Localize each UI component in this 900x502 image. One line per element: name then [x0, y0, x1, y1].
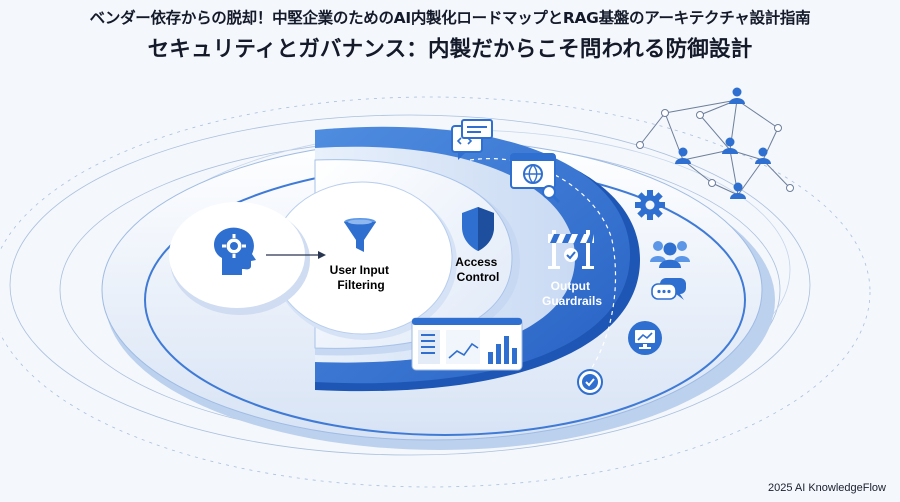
- label-inner-line-1: User Input: [330, 263, 389, 277]
- funnel-icon: [344, 218, 376, 252]
- label-outer-line-2: Guardrails: [542, 294, 602, 308]
- page-subtitle: セキュリティとガバナンス：内製だからこそ問われる防御設計: [147, 37, 753, 62]
- code-chat-icon: [451, 119, 493, 160]
- web-search-icon: [510, 153, 561, 204]
- page-title: ベンダー依存からの脱却！中堅企業のためのAI内製化ロードマップとRAG基盤のアー…: [89, 9, 811, 27]
- check-badge-icon: [577, 369, 603, 395]
- label-middle-line-2: Control: [457, 270, 500, 284]
- users-icon: [650, 241, 690, 268]
- flow-arrow: [266, 251, 326, 259]
- label-inner-line-2: Filtering: [337, 278, 384, 292]
- chat-bubbles-icon: [651, 278, 686, 300]
- monitor-chart-icon: [628, 321, 662, 355]
- label-inner: User Input Filtering: [330, 263, 393, 292]
- label-middle: Access Control: [455, 255, 500, 284]
- layer-user-input-filtering: [271, 181, 457, 340]
- user-network-icon: [636, 87, 794, 199]
- shield-icon: [462, 207, 494, 251]
- gear-icon: [635, 190, 665, 220]
- label-outer: Output Guardrails: [542, 279, 602, 308]
- label-middle-line-1: Access: [455, 255, 497, 269]
- dashboard-icon: [411, 317, 523, 371]
- head-gear-icon: [214, 227, 256, 275]
- footer-credit: 2025 AI KnowledgeFlow: [767, 482, 886, 494]
- label-outer-line-1: Output: [551, 279, 590, 293]
- barrier-check-icon: [548, 230, 594, 269]
